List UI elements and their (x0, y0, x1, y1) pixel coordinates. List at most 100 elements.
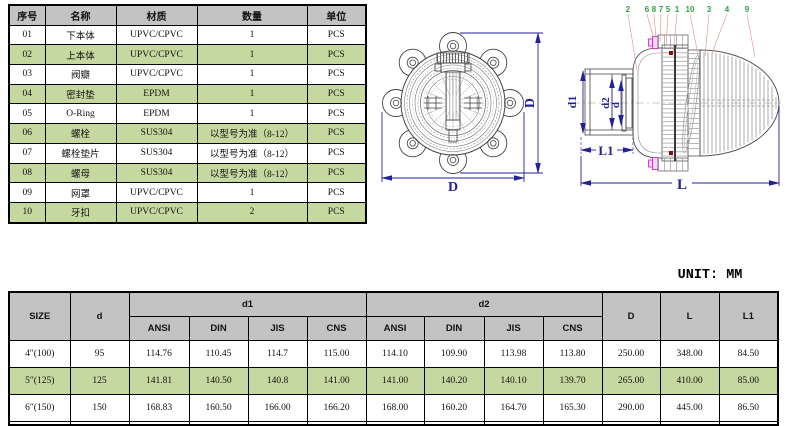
spec-table: SIZE d d1 d2 D L L1 ANSI DIN JIS CNS ANS… (8, 291, 780, 426)
cell-d1-jis: 166.00 (247, 394, 308, 422)
bom-table: 序号 名称 材质 数量 单位 01 下本体 UPVC/CPVC 1 PCS 02… (8, 4, 367, 224)
dim-label-L1: L1 (598, 143, 613, 158)
bom-row: 06 螺栓 SUS304 以型号为准（8-12） PCS (8, 123, 367, 144)
callout-numbers: 2 6 8 7 5 1 10 3 4 9 (626, 5, 750, 14)
cell-no: 05 (8, 103, 46, 125)
cell-L1: 86.50 (718, 394, 779, 422)
bom-row: 07 螺栓垫片 SUS304 以型号为准（8-12） PCS (8, 142, 367, 164)
cell-name: 螺母 (44, 162, 117, 184)
cell-d2-ansi: 141.00 (365, 367, 425, 395)
dim-label-D-vertical: D (523, 98, 538, 108)
spec-header-d: d (69, 291, 130, 341)
callout-1: 1 (675, 5, 680, 14)
spec-header-row-1: SIZE d d1 d2 D L L1 (8, 291, 779, 341)
bom-row: 08 螺母 SUS304 以型号为准（8-12） PCS (8, 162, 367, 184)
cell-unit: PCS (306, 83, 367, 105)
spec-row-cutoff (8, 421, 779, 425)
cell-name: 螺栓垫片 (44, 142, 117, 164)
front-view-dimensions (381, 32, 543, 182)
cell-unit: PCS (306, 182, 367, 203)
cell-d2-jis: 113.98 (483, 340, 544, 368)
cell-d1-ansi: 114.76 (128, 340, 190, 368)
dim-label-d1: d1 (565, 96, 579, 109)
spec-header-d1-ansi: ANSI (128, 316, 190, 341)
cell-material: UPVC/CPVC (115, 24, 198, 46)
cell-d1-cns: 141.00 (306, 367, 367, 395)
cell-no: 07 (8, 142, 46, 164)
cell-d2-cns: 113.80 (542, 340, 603, 368)
callout-2: 2 (626, 5, 631, 14)
cell-no: 08 (8, 162, 46, 184)
callout-3: 3 (707, 5, 712, 14)
cell-unit: PCS (306, 123, 367, 144)
cell-d: 125 (69, 367, 130, 395)
cell-material: EPDM (115, 83, 198, 105)
dim-label-L: L (677, 177, 687, 193)
mesh-dome (699, 49, 780, 157)
dim-label-D-horizontal: D (448, 180, 458, 195)
cell-no: 04 (8, 83, 46, 105)
spec-header-d2-cns: CNS (542, 316, 603, 341)
cell-name: O-Ring (44, 103, 117, 125)
cell-no: 06 (8, 123, 46, 144)
cell-name: 下本体 (44, 24, 117, 46)
cell-L1: 85.00 (718, 367, 779, 395)
cell-name: 网罩 (44, 182, 117, 203)
cell-d2-ansi: 168.00 (365, 394, 425, 422)
callout-5: 5 (666, 5, 671, 14)
cell-L: 445.00 (659, 394, 720, 422)
bolt-top (648, 34, 689, 49)
cell-material: SUS304 (115, 142, 198, 164)
cell-name: 阀瓣 (44, 64, 117, 85)
dim-label-d2: d2 (600, 97, 612, 109)
cell-unit: PCS (306, 64, 367, 85)
cell-L: 348.00 (659, 340, 720, 368)
center-mechanism (424, 52, 482, 143)
cell-D: 250.00 (601, 340, 661, 368)
cell-qty: 1 (196, 24, 308, 46)
cell-L: 410.00 (659, 367, 720, 395)
spec-row: 4″(100) 95 114.76 110.45 114.7 115.00 11… (8, 340, 779, 368)
cell-material: SUS304 (115, 123, 198, 144)
cell-d: 95 (69, 340, 130, 368)
dim-label-d: d (610, 102, 622, 108)
cell-qty: 1 (196, 64, 308, 85)
cell-d2-din: 160.20 (423, 394, 485, 422)
cell-name: 密封垫 (44, 83, 117, 105)
cell-d2-jis: 140.10 (483, 367, 544, 395)
callout-4: 4 (725, 5, 730, 14)
cell-unit: PCS (306, 201, 367, 224)
cell-size: 5″(125) (8, 367, 71, 395)
cell-material: UPVC/CPVC (115, 64, 198, 85)
cell-qty: 以型号为准（8-12） (196, 162, 308, 184)
bom-header-qty: 数量 (196, 4, 308, 26)
bom-header-unit: 单位 (306, 4, 367, 26)
bom-row: 02 上本体 UPVC/CPVC 1 PCS (8, 44, 367, 66)
callout-9: 9 (745, 5, 750, 14)
cell-d2-ansi: 114.10 (365, 340, 425, 368)
cell-name: 上本体 (44, 44, 117, 66)
cell-material: UPVC/CPVC (115, 182, 198, 203)
bom-header-material: 材质 (115, 4, 198, 26)
cell-qty: 1 (196, 83, 308, 105)
cell-d1-din: 140.50 (188, 367, 249, 395)
spec-header-d1-jis: JIS (247, 316, 308, 341)
cell-unit: PCS (306, 103, 367, 125)
bom-row: 10 牙扣 UPVC/CPVC 2 PCS (8, 201, 367, 224)
bom-row: 04 密封垫 EPDM 1 PCS (8, 83, 367, 105)
technical-drawing: D D (381, 5, 781, 195)
spec-header-d2-ansi: ANSI (365, 316, 425, 341)
cell-d1-cns: 166.20 (306, 394, 367, 422)
callout-7: 7 (659, 5, 664, 14)
bolt-holes (390, 40, 516, 166)
cell-material: UPVC/CPVC (115, 44, 198, 66)
spec-header-d2-din: DIN (423, 316, 485, 341)
bom-header-no: 序号 (8, 4, 46, 26)
spec-header-L: L (659, 291, 720, 341)
spec-row: 5″(125) 125 141.81 140.50 140.8 141.00 1… (8, 367, 779, 395)
cell-no: 02 (8, 44, 46, 66)
cell-D: 265.00 (601, 367, 661, 395)
cell-d1-jis: 114.7 (247, 340, 308, 368)
spec-header-d1-cns: CNS (306, 316, 367, 341)
spec-header-L1: L1 (718, 291, 779, 341)
